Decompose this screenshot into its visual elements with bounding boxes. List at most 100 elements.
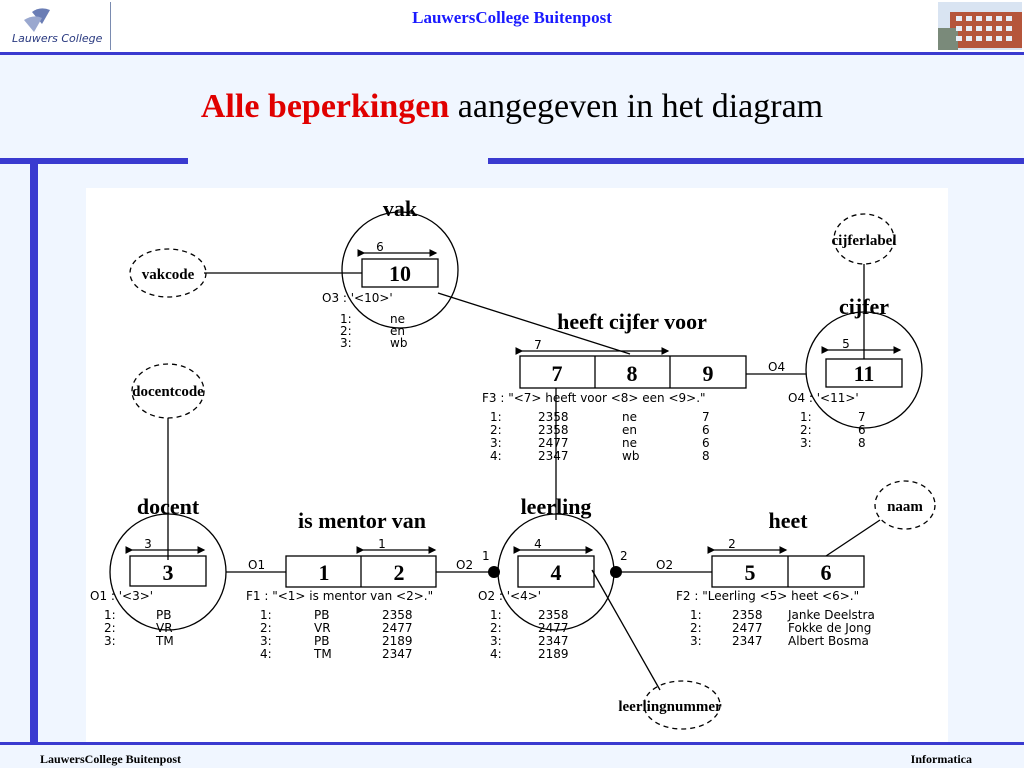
vak-object-circle bbox=[341, 211, 459, 329]
leerling-label: leerling bbox=[521, 494, 592, 519]
leerlingnummer-label: leerlingnummer bbox=[618, 699, 722, 715]
leerling-box-4 bbox=[517, 555, 595, 588]
svg-text:ne: ne bbox=[390, 312, 405, 326]
svg-text:4:: 4: bbox=[490, 647, 502, 661]
heeft-fact-box bbox=[519, 355, 747, 389]
leerling-population: 1:2358 2:2477 3:2347 4:2189 bbox=[490, 608, 569, 661]
svg-text:2477: 2477 bbox=[538, 436, 569, 450]
heeft-box-9: 9 bbox=[703, 361, 714, 386]
cijfer-type-line: O4 : '<11>' bbox=[788, 391, 859, 405]
leerling-mark-1: 1 bbox=[482, 549, 490, 563]
heet-width: 2 bbox=[728, 537, 736, 551]
svg-text:en: en bbox=[622, 423, 637, 437]
svg-text:1:: 1: bbox=[260, 608, 272, 622]
svg-text:2477: 2477 bbox=[732, 621, 763, 635]
svg-text:2:: 2: bbox=[104, 621, 116, 635]
svg-text:en: en bbox=[390, 324, 405, 338]
svg-text:6: 6 bbox=[858, 423, 866, 437]
mentor-label: is mentor van bbox=[298, 508, 426, 533]
naam-label: naam bbox=[887, 499, 923, 515]
slide-title-rest: aangegeven in het diagram bbox=[449, 88, 824, 125]
svg-text:6: 6 bbox=[702, 423, 710, 437]
mentor-width: 1 bbox=[378, 537, 386, 551]
frame-bar-right bbox=[488, 158, 1024, 164]
svg-text:1:: 1: bbox=[104, 608, 116, 622]
footer-divider bbox=[0, 742, 1024, 745]
vak-width: 6 bbox=[376, 240, 384, 254]
diagram-panel: vak 6 10 O3 : '<10>' 1:ne 2:en 3:wb vakc… bbox=[86, 188, 948, 742]
uniqueness-dot-1 bbox=[488, 566, 500, 578]
cijferlabel-value-ellipse bbox=[833, 213, 895, 265]
svg-text:8: 8 bbox=[702, 449, 710, 463]
docent-box-label: 3 bbox=[163, 560, 174, 585]
svg-text:2358: 2358 bbox=[538, 410, 569, 424]
mentor-box-1: 1 bbox=[319, 560, 330, 585]
cijfer-width: 5 bbox=[842, 337, 850, 351]
frame-bar-left bbox=[0, 158, 188, 164]
docent-width: 3 bbox=[144, 537, 152, 551]
svg-text:VR: VR bbox=[156, 621, 173, 635]
leerlingnummer-value-ellipse bbox=[643, 680, 721, 730]
svg-text:2477: 2477 bbox=[538, 621, 569, 635]
cijfer-population: 1:7 2:6 3:8 bbox=[800, 410, 866, 450]
slide-header: Lauwers College LauwersCollege Buitenpos… bbox=[0, 0, 1024, 52]
svg-text:Janke Deelstra: Janke Deelstra bbox=[787, 608, 875, 622]
svg-text:1:: 1: bbox=[490, 410, 502, 424]
svg-text:3:: 3: bbox=[490, 634, 502, 648]
heet-label: heet bbox=[768, 508, 808, 533]
svg-text:2477: 2477 bbox=[382, 621, 413, 635]
mentor-box-2: 2 bbox=[394, 560, 405, 585]
svg-text:7: 7 bbox=[858, 410, 866, 424]
naam-link bbox=[825, 519, 881, 557]
vak-label: vak bbox=[383, 196, 418, 221]
svg-text:2347: 2347 bbox=[538, 634, 569, 648]
uniqueness-dot-2 bbox=[610, 566, 622, 578]
svg-text:2347: 2347 bbox=[732, 634, 763, 648]
svg-text:2:: 2: bbox=[490, 423, 502, 437]
svg-text:2:: 2: bbox=[690, 621, 702, 635]
heeft-label: heeft cijfer voor bbox=[557, 309, 707, 334]
vak-population: 1:ne 2:en 3:wb bbox=[340, 312, 407, 350]
svg-text:3:: 3: bbox=[104, 634, 116, 648]
svg-text:4:: 4: bbox=[490, 449, 502, 463]
svg-text:ne: ne bbox=[622, 410, 637, 424]
heeft-box-7: 7 bbox=[552, 361, 563, 386]
svg-text:4:: 4: bbox=[260, 647, 272, 661]
leerling-box-label: 4 bbox=[551, 560, 562, 585]
heeft-o4-label: O4 bbox=[768, 360, 785, 374]
cijfer-box-label: 11 bbox=[854, 361, 875, 386]
orm-diagram: vak 6 10 O3 : '<10>' 1:ne 2:en 3:wb vakc… bbox=[90, 196, 936, 730]
svg-text:2358: 2358 bbox=[732, 608, 763, 622]
heet-box-5: 5 bbox=[745, 560, 756, 585]
svg-text:Albert Bosma: Albert Bosma bbox=[788, 634, 869, 648]
svg-text:wb: wb bbox=[622, 449, 639, 463]
svg-text:2347: 2347 bbox=[538, 449, 569, 463]
logo-icon: Lauwers College bbox=[12, 8, 103, 45]
svg-text:2189: 2189 bbox=[382, 634, 413, 648]
svg-text:2358: 2358 bbox=[382, 608, 413, 622]
cijfer-box-11 bbox=[825, 358, 903, 388]
svg-text:2358: 2358 bbox=[538, 423, 569, 437]
frame-vertical bbox=[30, 164, 38, 742]
docent-box-3 bbox=[129, 555, 207, 587]
header-title: LauwersCollege Buitenpost bbox=[412, 8, 612, 27]
svg-text:8: 8 bbox=[858, 436, 866, 450]
svg-text:PB: PB bbox=[314, 608, 329, 622]
svg-text:wb: wb bbox=[390, 336, 407, 350]
heeft-box-8: 8 bbox=[627, 361, 638, 386]
svg-text:1:: 1: bbox=[340, 312, 352, 326]
mentor-o2-label: O2 bbox=[456, 558, 473, 572]
header-divider bbox=[0, 52, 1024, 55]
leerlingnummer-link bbox=[591, 569, 661, 691]
svg-text:1:: 1: bbox=[490, 608, 502, 622]
svg-text:3:: 3: bbox=[690, 634, 702, 648]
heeft-type-line: F3 : "<7> heeft voor <8> een <9>." bbox=[482, 391, 706, 405]
building-photo bbox=[938, 2, 1022, 50]
vak-heeft-link bbox=[437, 292, 631, 355]
svg-text:2:: 2: bbox=[340, 324, 352, 338]
svg-text:PB: PB bbox=[314, 634, 329, 648]
svg-text:Fokke de Jong: Fokke de Jong bbox=[788, 621, 871, 635]
